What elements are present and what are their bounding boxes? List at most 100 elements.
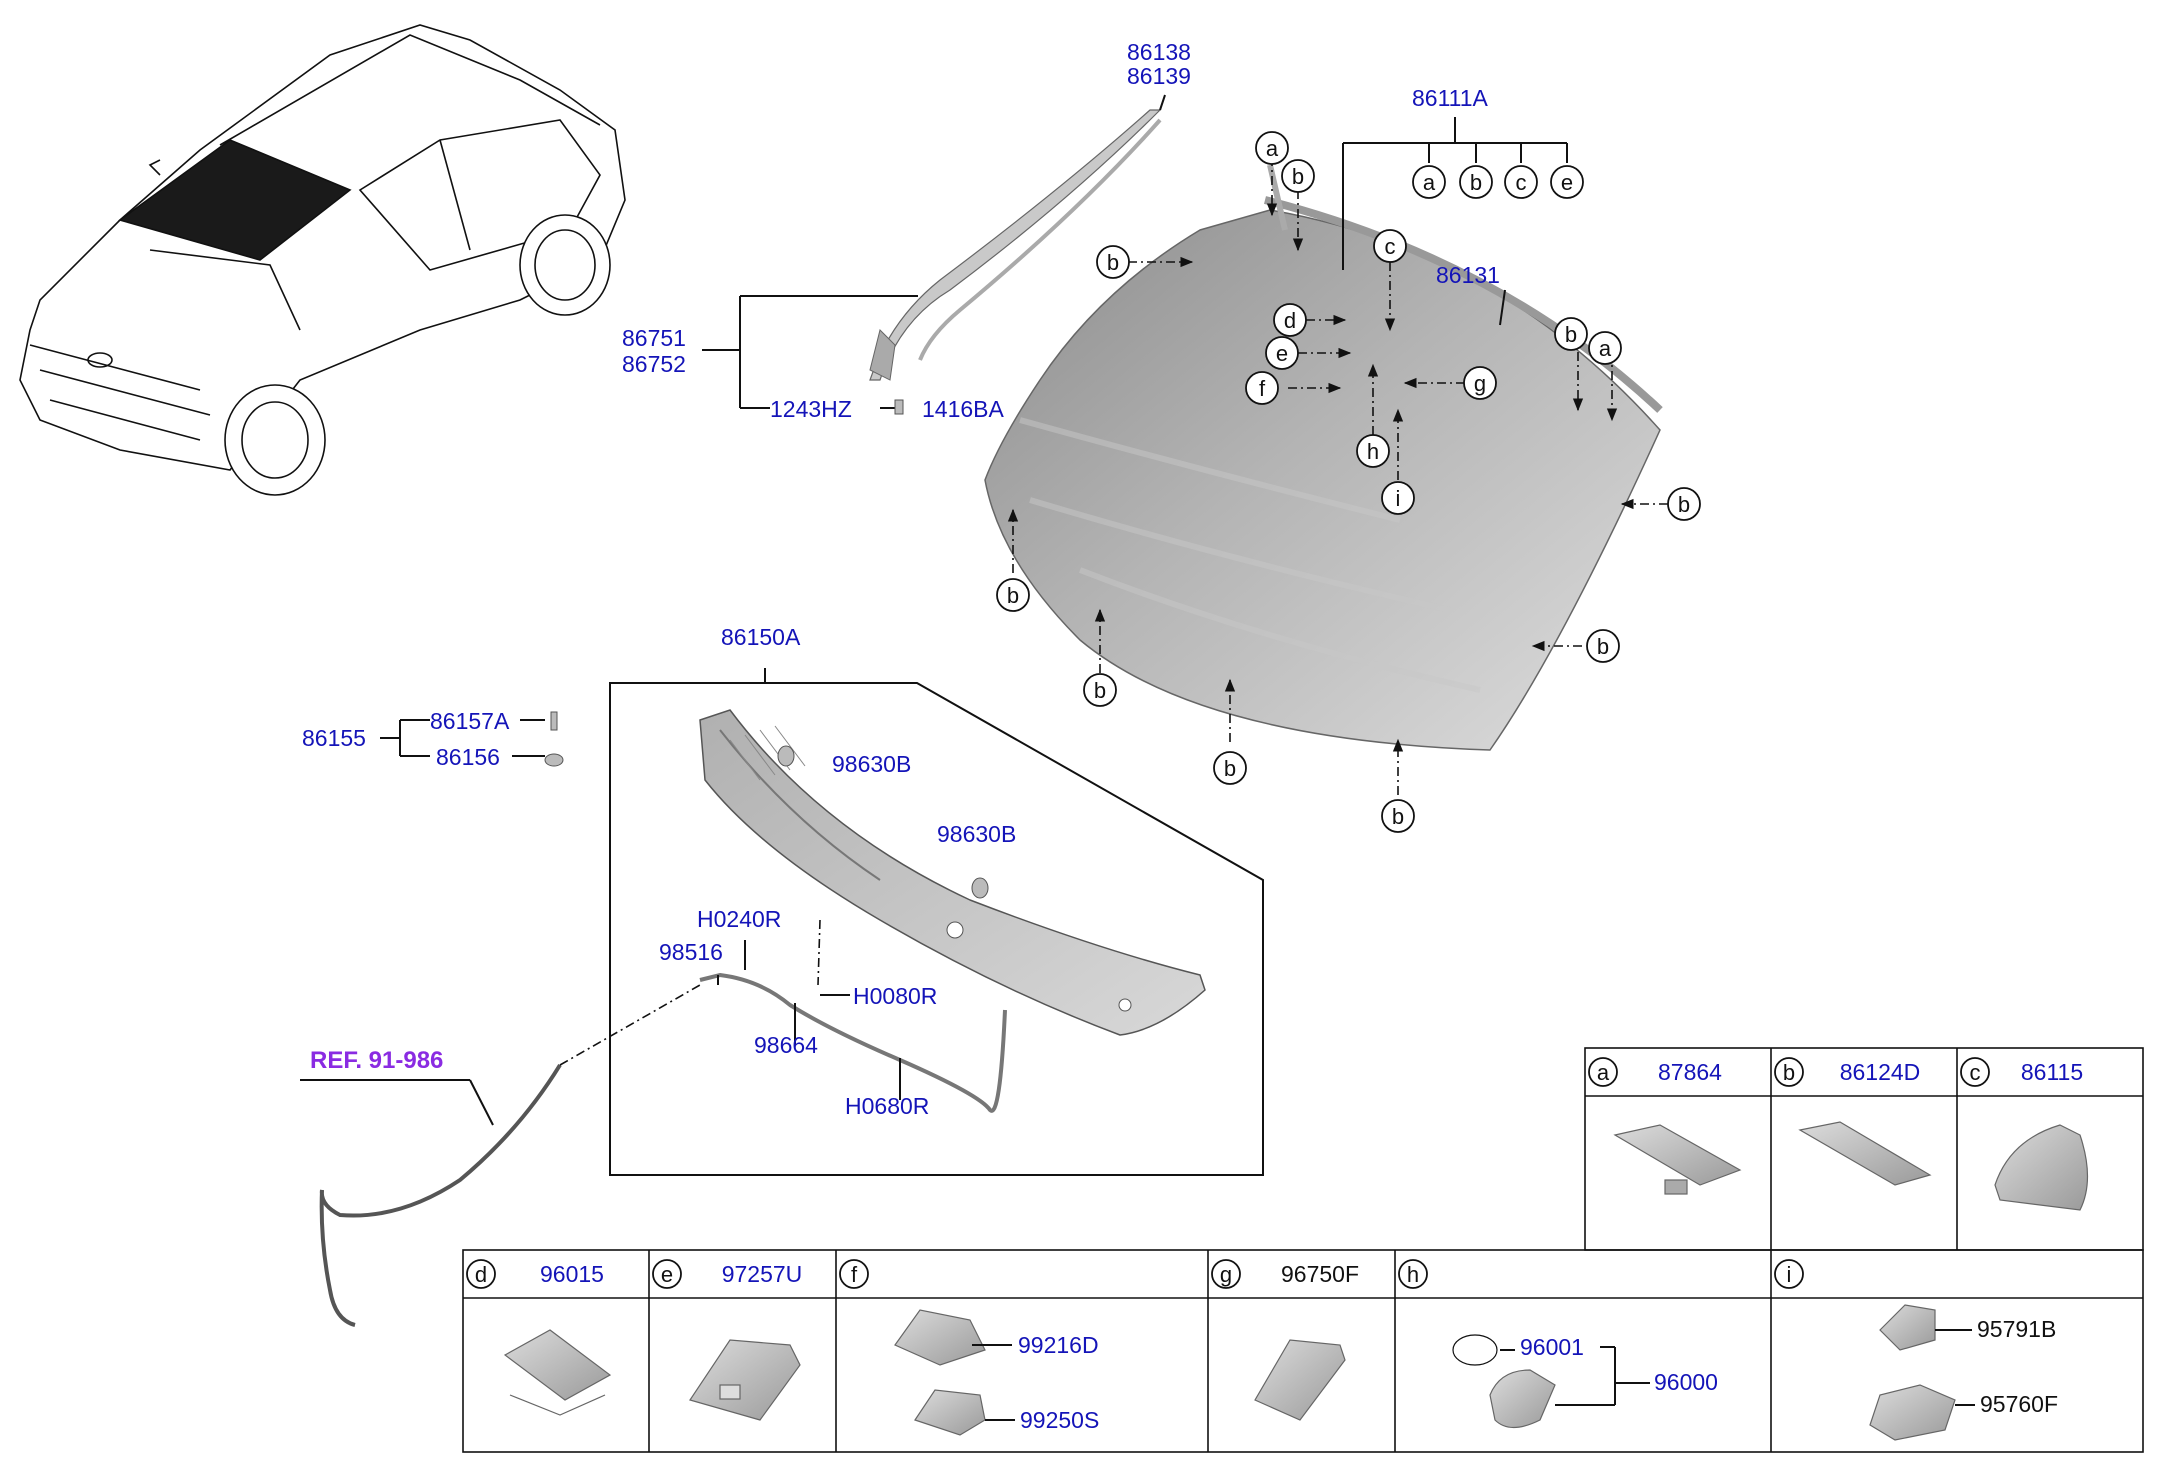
callout-h: h: [1356, 434, 1390, 468]
svg-text:h: h: [1367, 439, 1379, 464]
label-98630B-2: 98630B: [937, 821, 1016, 847]
label-95791B: 95791B: [1977, 1316, 2056, 1342]
vehicle-illustration: [19, 24, 626, 496]
callout-d: d: [1273, 303, 1307, 337]
label-86150A: 86150A: [721, 624, 801, 650]
windshield-glass: [984, 209, 1661, 751]
upper-strip: [1267, 164, 1288, 231]
table-cell-f-header: f: [839, 1259, 869, 1289]
svg-text:b: b: [1678, 492, 1690, 517]
svg-text:a: a: [1597, 1060, 1610, 1085]
svg-text:f: f: [851, 1262, 858, 1287]
label-86155: 86155: [302, 725, 366, 751]
svg-text:b: b: [1094, 678, 1106, 703]
svg-text:b: b: [1392, 804, 1404, 829]
label-86131: 86131: [1436, 262, 1500, 288]
moulding-strip: [1264, 196, 1663, 413]
callout-b-l2: b: [996, 578, 1030, 612]
callout-c-list: c: [1504, 165, 1538, 199]
callout-b-r2: b: [1667, 487, 1701, 521]
svg-text:b: b: [1292, 164, 1304, 189]
label-86751: 86751: [622, 325, 686, 351]
callout-arrows: [1007, 157, 1668, 795]
label-98630B-1: 98630B: [832, 751, 911, 777]
label-99250S: 99250S: [1020, 1407, 1099, 1433]
callout-b-bot2: b: [1381, 799, 1415, 833]
svg-text:a: a: [1599, 336, 1612, 361]
label-H0080R: H0080R: [853, 983, 937, 1009]
label-86157A: 86157A: [430, 708, 510, 734]
label-86752: 86752: [622, 351, 686, 377]
callout-b-top: b: [1281, 159, 1315, 193]
cowl-callout-box: [609, 682, 1264, 1176]
callout-f: f: [1245, 371, 1279, 405]
label-H0680R: H0680R: [845, 1093, 929, 1119]
cowl-top-panel: [699, 709, 1206, 1036]
ref-hose: [319, 1063, 562, 1327]
svg-text:c: c: [1516, 170, 1527, 195]
callout-a-list: a: [1412, 165, 1446, 199]
svg-text:i: i: [1396, 486, 1401, 511]
callout-b-list: b: [1459, 165, 1493, 199]
callout-b-l3: b: [1083, 673, 1117, 707]
svg-text:b: b: [1597, 634, 1609, 659]
callout-b-r3: b: [1586, 629, 1620, 663]
svg-text:96015: 96015: [540, 1261, 604, 1287]
table-cell-i-header: i: [1774, 1259, 1804, 1289]
callout-e: e: [1265, 336, 1299, 370]
svg-text:d: d: [475, 1262, 487, 1287]
callout-a-top: a: [1255, 131, 1289, 165]
svg-text:f: f: [1259, 376, 1266, 401]
table-sub-labels: 99216D 99250S 96001 96000 95791B 95760F: [972, 1316, 2058, 1433]
label-1416BA: 1416BA: [922, 396, 1005, 422]
label-95760F: 95760F: [1980, 1391, 2058, 1417]
pillar-trim: [869, 109, 1162, 381]
table-headers: a 87864 b 86124D c 86115 d 96015 e 97257U f g…: [466, 1057, 2083, 1289]
svg-text:b: b: [1470, 170, 1482, 195]
label-H0240R: H0240R: [697, 906, 781, 932]
svg-text:b: b: [1783, 1060, 1795, 1085]
callout-i: i: [1381, 481, 1415, 515]
svg-text:b: b: [1565, 322, 1577, 347]
svg-text:87864: 87864: [1658, 1059, 1722, 1085]
svg-text:86115: 86115: [2021, 1059, 2083, 1085]
label-1243HZ: 1243HZ: [770, 396, 852, 422]
svg-text:a: a: [1266, 136, 1279, 161]
label-96001: 96001: [1520, 1334, 1584, 1360]
table-part-images: [503, 1121, 2089, 1441]
label-99216D: 99216D: [1018, 1332, 1099, 1358]
svg-text:g: g: [1474, 371, 1486, 396]
svg-text:c: c: [1970, 1060, 1981, 1085]
label-86156: 86156: [436, 744, 500, 770]
callout-e-list: e: [1550, 165, 1584, 199]
label-98664: 98664: [754, 1032, 818, 1058]
table-cell-h-header: h: [1398, 1259, 1428, 1289]
svg-text:b: b: [1107, 250, 1119, 275]
svg-text:e: e: [1561, 170, 1573, 195]
svg-text:c: c: [1385, 234, 1396, 259]
svg-text:g: g: [1220, 1262, 1232, 1287]
table-cell-b-header: b 86124D: [1774, 1057, 1921, 1087]
label-ref-91-986[interactable]: REF. 91-986: [310, 1047, 443, 1074]
svg-text:86124D: 86124D: [1840, 1059, 1921, 1085]
svg-text:97257U: 97257U: [722, 1261, 803, 1287]
callout-letters: a b a b c e b c d e f g h i b a b b b b …: [996, 131, 1701, 833]
callout-g: g: [1463, 366, 1497, 400]
svg-text:e: e: [1276, 341, 1288, 366]
label-98516: 98516: [659, 939, 723, 965]
table-cell-d-header: d 96015: [466, 1259, 604, 1289]
callout-a-r1: a: [1588, 331, 1622, 365]
svg-text:h: h: [1407, 1262, 1419, 1287]
svg-text:e: e: [661, 1262, 673, 1287]
callout-b-left: b: [1096, 245, 1130, 279]
leader-lines: [300, 94, 1568, 1126]
svg-text:a: a: [1423, 170, 1436, 195]
label-86111A: 86111A: [1412, 85, 1489, 111]
svg-text:i: i: [1787, 1262, 1792, 1287]
parts-table: [462, 1047, 2144, 1453]
svg-text:d: d: [1284, 308, 1296, 333]
table-cell-c-header: c 86115: [1960, 1057, 2083, 1087]
fasteners: [544, 399, 989, 899]
label-86139: 86139: [1127, 63, 1191, 89]
